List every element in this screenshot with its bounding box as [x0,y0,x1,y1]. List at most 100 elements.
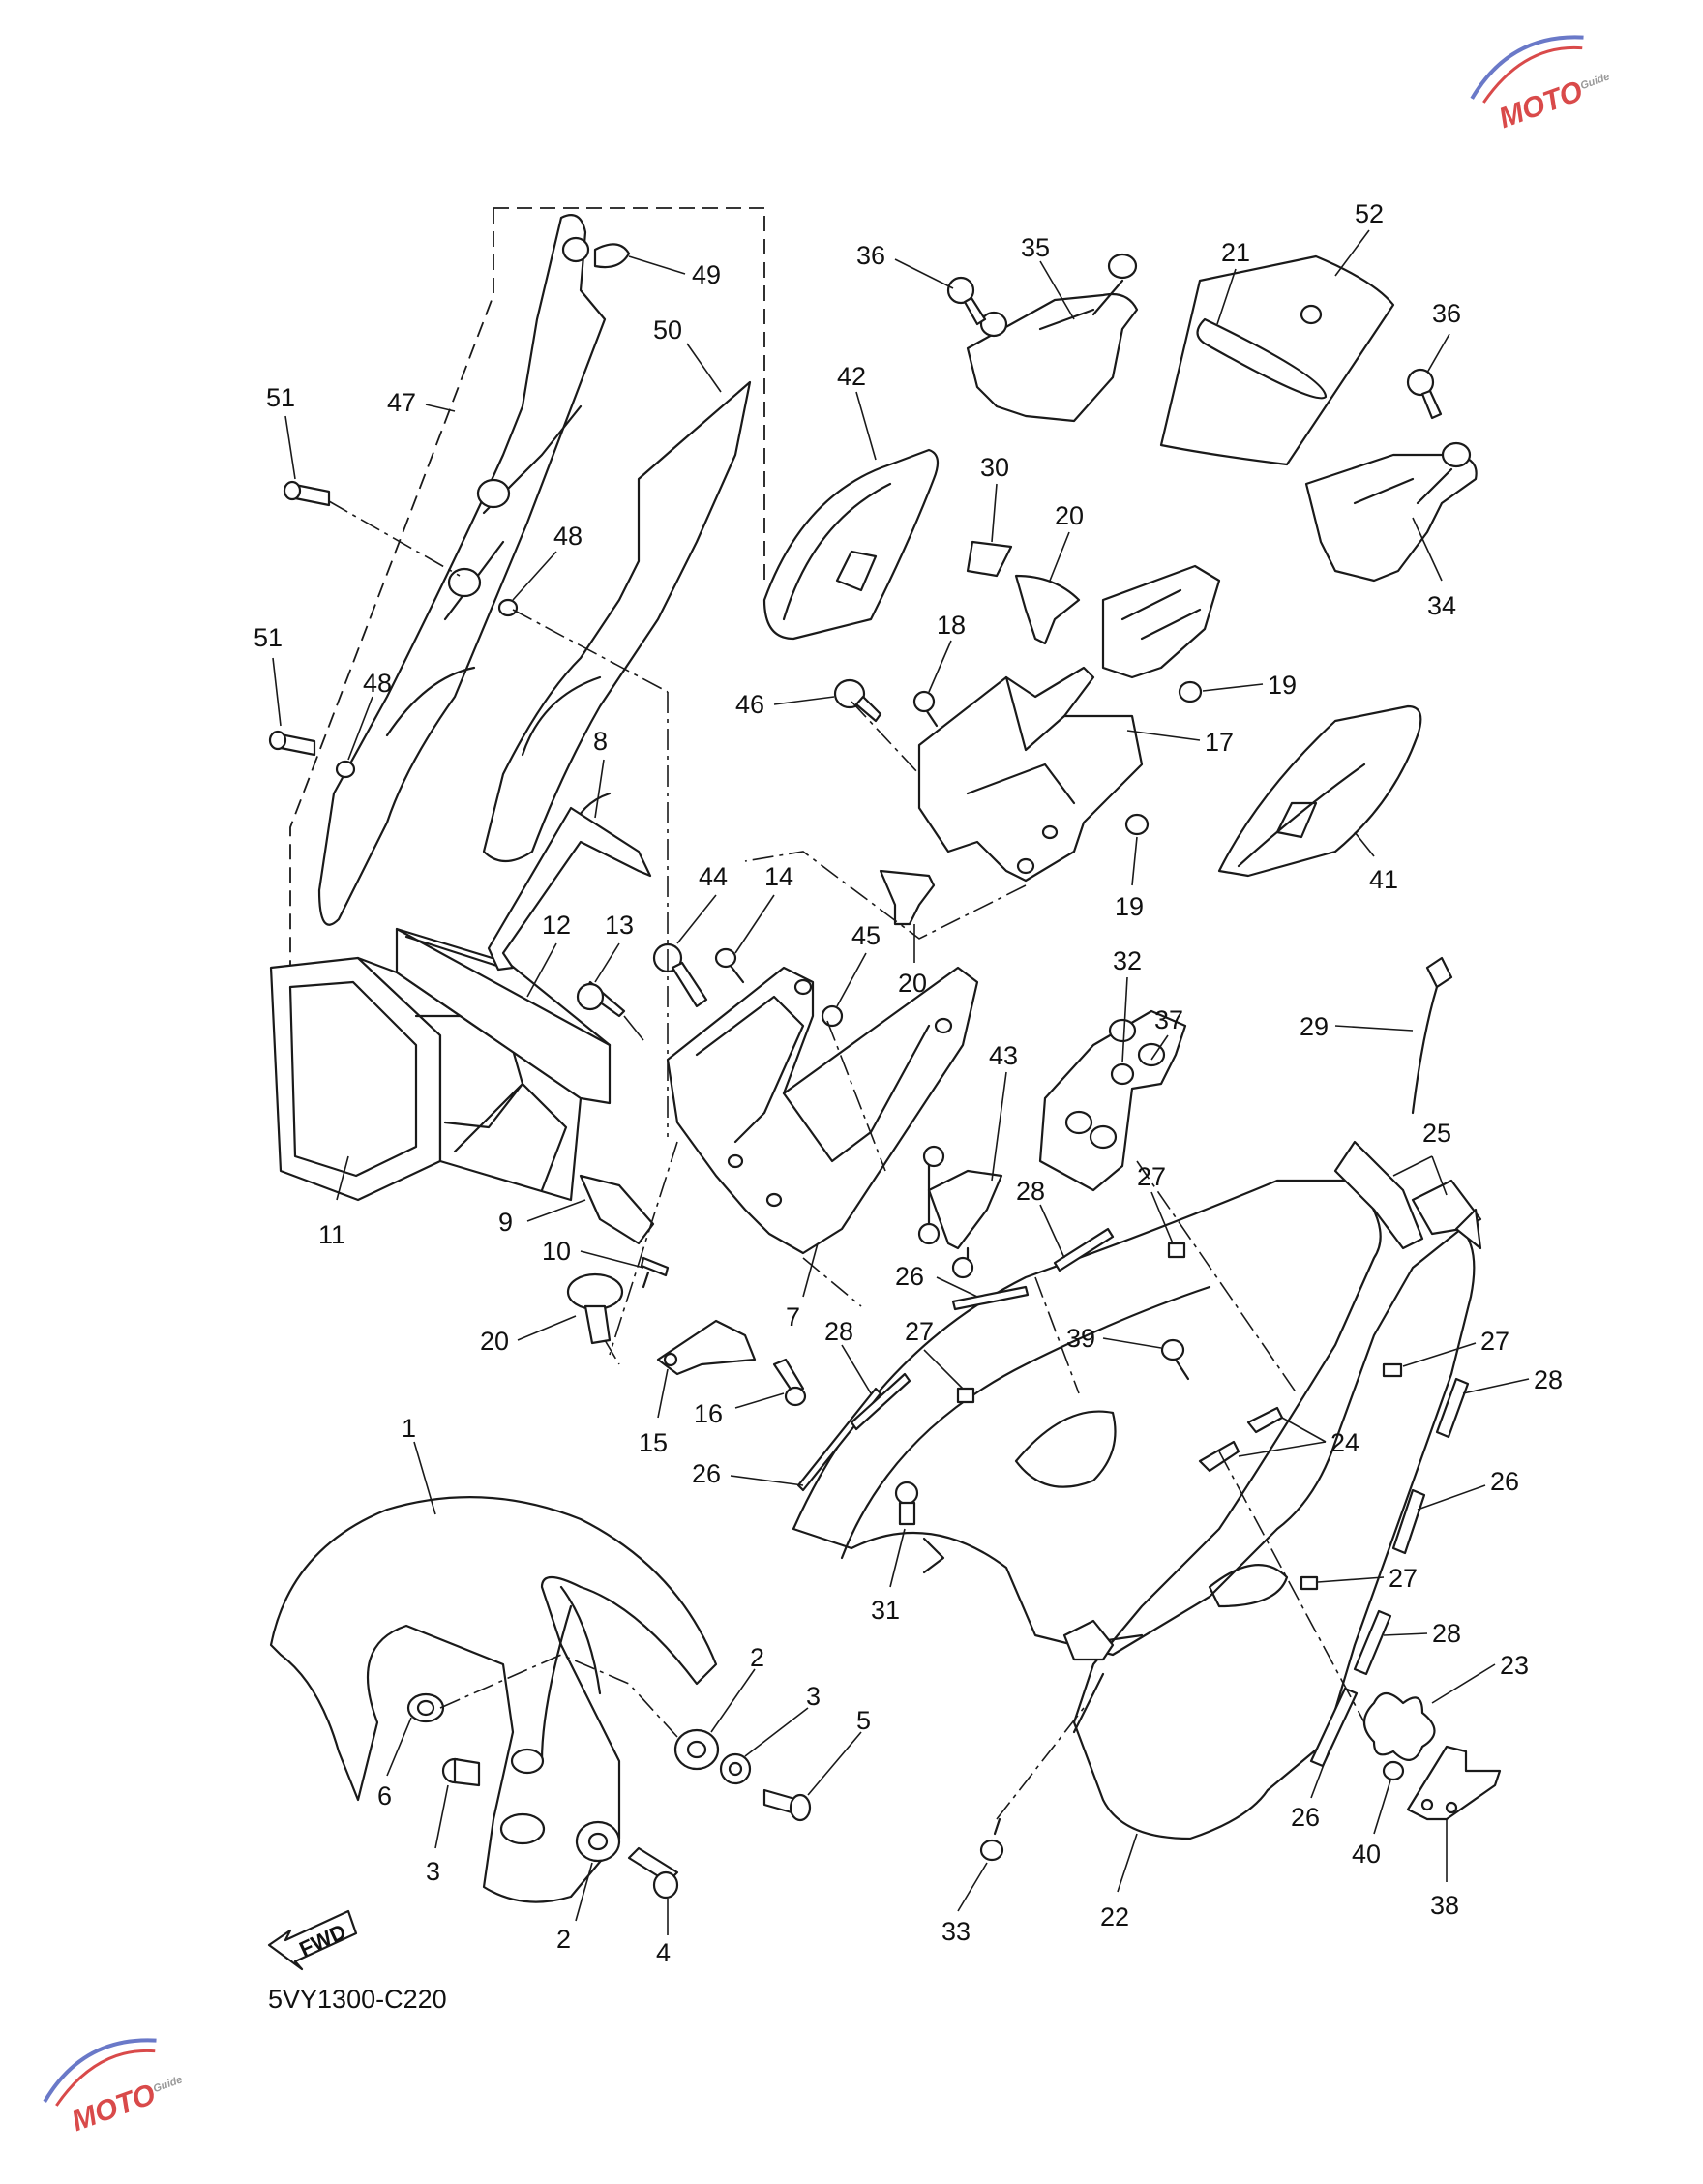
part-30-pad [966,540,1013,578]
part-7-main-bracket [666,966,979,1255]
callout-48-lower: 48 [363,669,392,698]
callout-22: 22 [1100,1902,1129,1931]
callout-27-b: 27 [905,1317,934,1346]
callout-15: 15 [639,1428,668,1457]
part-26-strip-d [1309,1687,1359,1768]
part-29-cable-tie [1411,956,1453,1115]
callout-46: 46 [735,690,764,719]
callout-29: 29 [1300,1012,1329,1041]
callout-27-a: 27 [1137,1162,1166,1191]
part-9-clip [579,1174,655,1245]
callout-28-b: 28 [824,1317,853,1346]
svg-text:Guide: Guide [1579,71,1611,92]
part-20-grommet-left [566,1272,624,1365]
part-28-strip-d [1353,1609,1392,1676]
part-19-nut-lower [1124,813,1150,836]
part-51-bolt-lower [268,730,316,757]
part-36-bolt-right [1406,368,1443,420]
part-49-plug [593,243,631,269]
leader-dash-stay [609,701,1027,1356]
part-2-grommet-upper [673,1728,720,1771]
leader-dash-fender [439,1654,678,1738]
callout-19-upper: 19 [1268,671,1297,700]
callout-17: 17 [1205,728,1234,757]
callout-28-a: 28 [1016,1177,1045,1206]
callout-19-lower: 19 [1115,892,1144,921]
callout-50: 50 [653,315,682,344]
part-48-washer-lower [335,760,356,779]
callout-51-lower: 51 [254,623,283,652]
part-48-washer-upper [497,598,519,617]
watermark-logo-top: MOTO Guide [1470,35,1611,135]
part-34-holder [1304,441,1478,583]
part-3-washer-upper [719,1752,752,1785]
callout-44: 44 [699,862,728,891]
part-37-damper-block [1038,1009,1187,1192]
part-6-collar [406,1692,445,1723]
part-24-clips [1198,1406,1284,1473]
part-35-holder [966,253,1139,423]
callout-40: 40 [1352,1840,1381,1869]
callout-16: 16 [694,1399,723,1428]
callout-48-upper: 48 [553,522,583,551]
callout-47: 47 [387,388,416,417]
svg-text:MOTO: MOTO [1495,75,1587,135]
callout-20-left: 20 [480,1327,509,1356]
part-28-strip-c [1435,1377,1470,1439]
part-27-pad-b [956,1387,975,1404]
callout-20-top: 20 [1055,501,1084,530]
leader-dash-main [667,692,1365,1723]
callout-27-d: 27 [1389,1564,1418,1593]
part-45-collar [821,1004,844,1028]
callout-14: 14 [764,862,793,891]
callout-25: 25 [1422,1119,1451,1148]
part-36-bolt-left [946,276,987,326]
callout-10: 10 [542,1237,571,1266]
callout-18: 18 [937,611,966,640]
callout-21: 21 [1221,238,1250,267]
callout-32: 32 [1113,946,1142,975]
part-39-screw [1160,1338,1190,1381]
callout-1: 1 [402,1414,416,1443]
callout-26-c: 26 [1490,1467,1519,1496]
callout-group: 1 2 2 3 3 4 5 6 7 8 9 10 11 [254,199,1563,1967]
fwd-arrow-icon: FWD [267,1909,358,1971]
leader-dash-33 [996,1707,1085,1820]
part-27-pad-d [1300,1575,1319,1591]
part-20-grommet-mid [879,869,936,926]
callout-3-upper: 3 [806,1682,821,1711]
part-4-bolt [627,1846,679,1900]
part-20-grommet-top [1014,574,1081,645]
part-3-collar-lower [441,1757,481,1787]
callout-13: 13 [605,911,634,940]
callout-38: 38 [1430,1891,1459,1920]
svg-text:MOTO: MOTO [68,2079,160,2139]
part-28-strip-a [1053,1227,1115,1272]
part-26-strip-a [951,1285,1030,1311]
part-13-bolt [576,980,644,1041]
part-11-frame [269,927,612,1202]
callout-2-lower: 2 [556,1925,571,1954]
callout-43: 43 [989,1041,1018,1070]
svg-text:Guide: Guide [152,2074,184,2095]
callout-12: 12 [542,911,571,940]
callout-3-lower: 3 [426,1857,440,1886]
part-42-cover [762,448,940,641]
part-44-bolt [652,942,708,1008]
callout-37: 37 [1154,1005,1183,1034]
part-38-bracket [1406,1745,1502,1821]
watermark-logo-bottom: MOTO Guide [43,2038,184,2139]
callout-27-c: 27 [1480,1327,1509,1356]
part-47-side-cover [317,214,607,926]
callout-39: 39 [1066,1324,1095,1353]
part-27-pad-a [1167,1242,1186,1259]
callout-45: 45 [852,921,881,950]
callout-31: 31 [871,1596,900,1625]
diagram-code: 5VY1300-C220 [268,1985,447,2014]
callout-26-b: 26 [692,1459,721,1488]
part-8-bracket [487,806,652,972]
part-40-collar [1382,1760,1405,1781]
part-16-bolt [772,1358,807,1407]
callout-7: 7 [786,1302,800,1331]
